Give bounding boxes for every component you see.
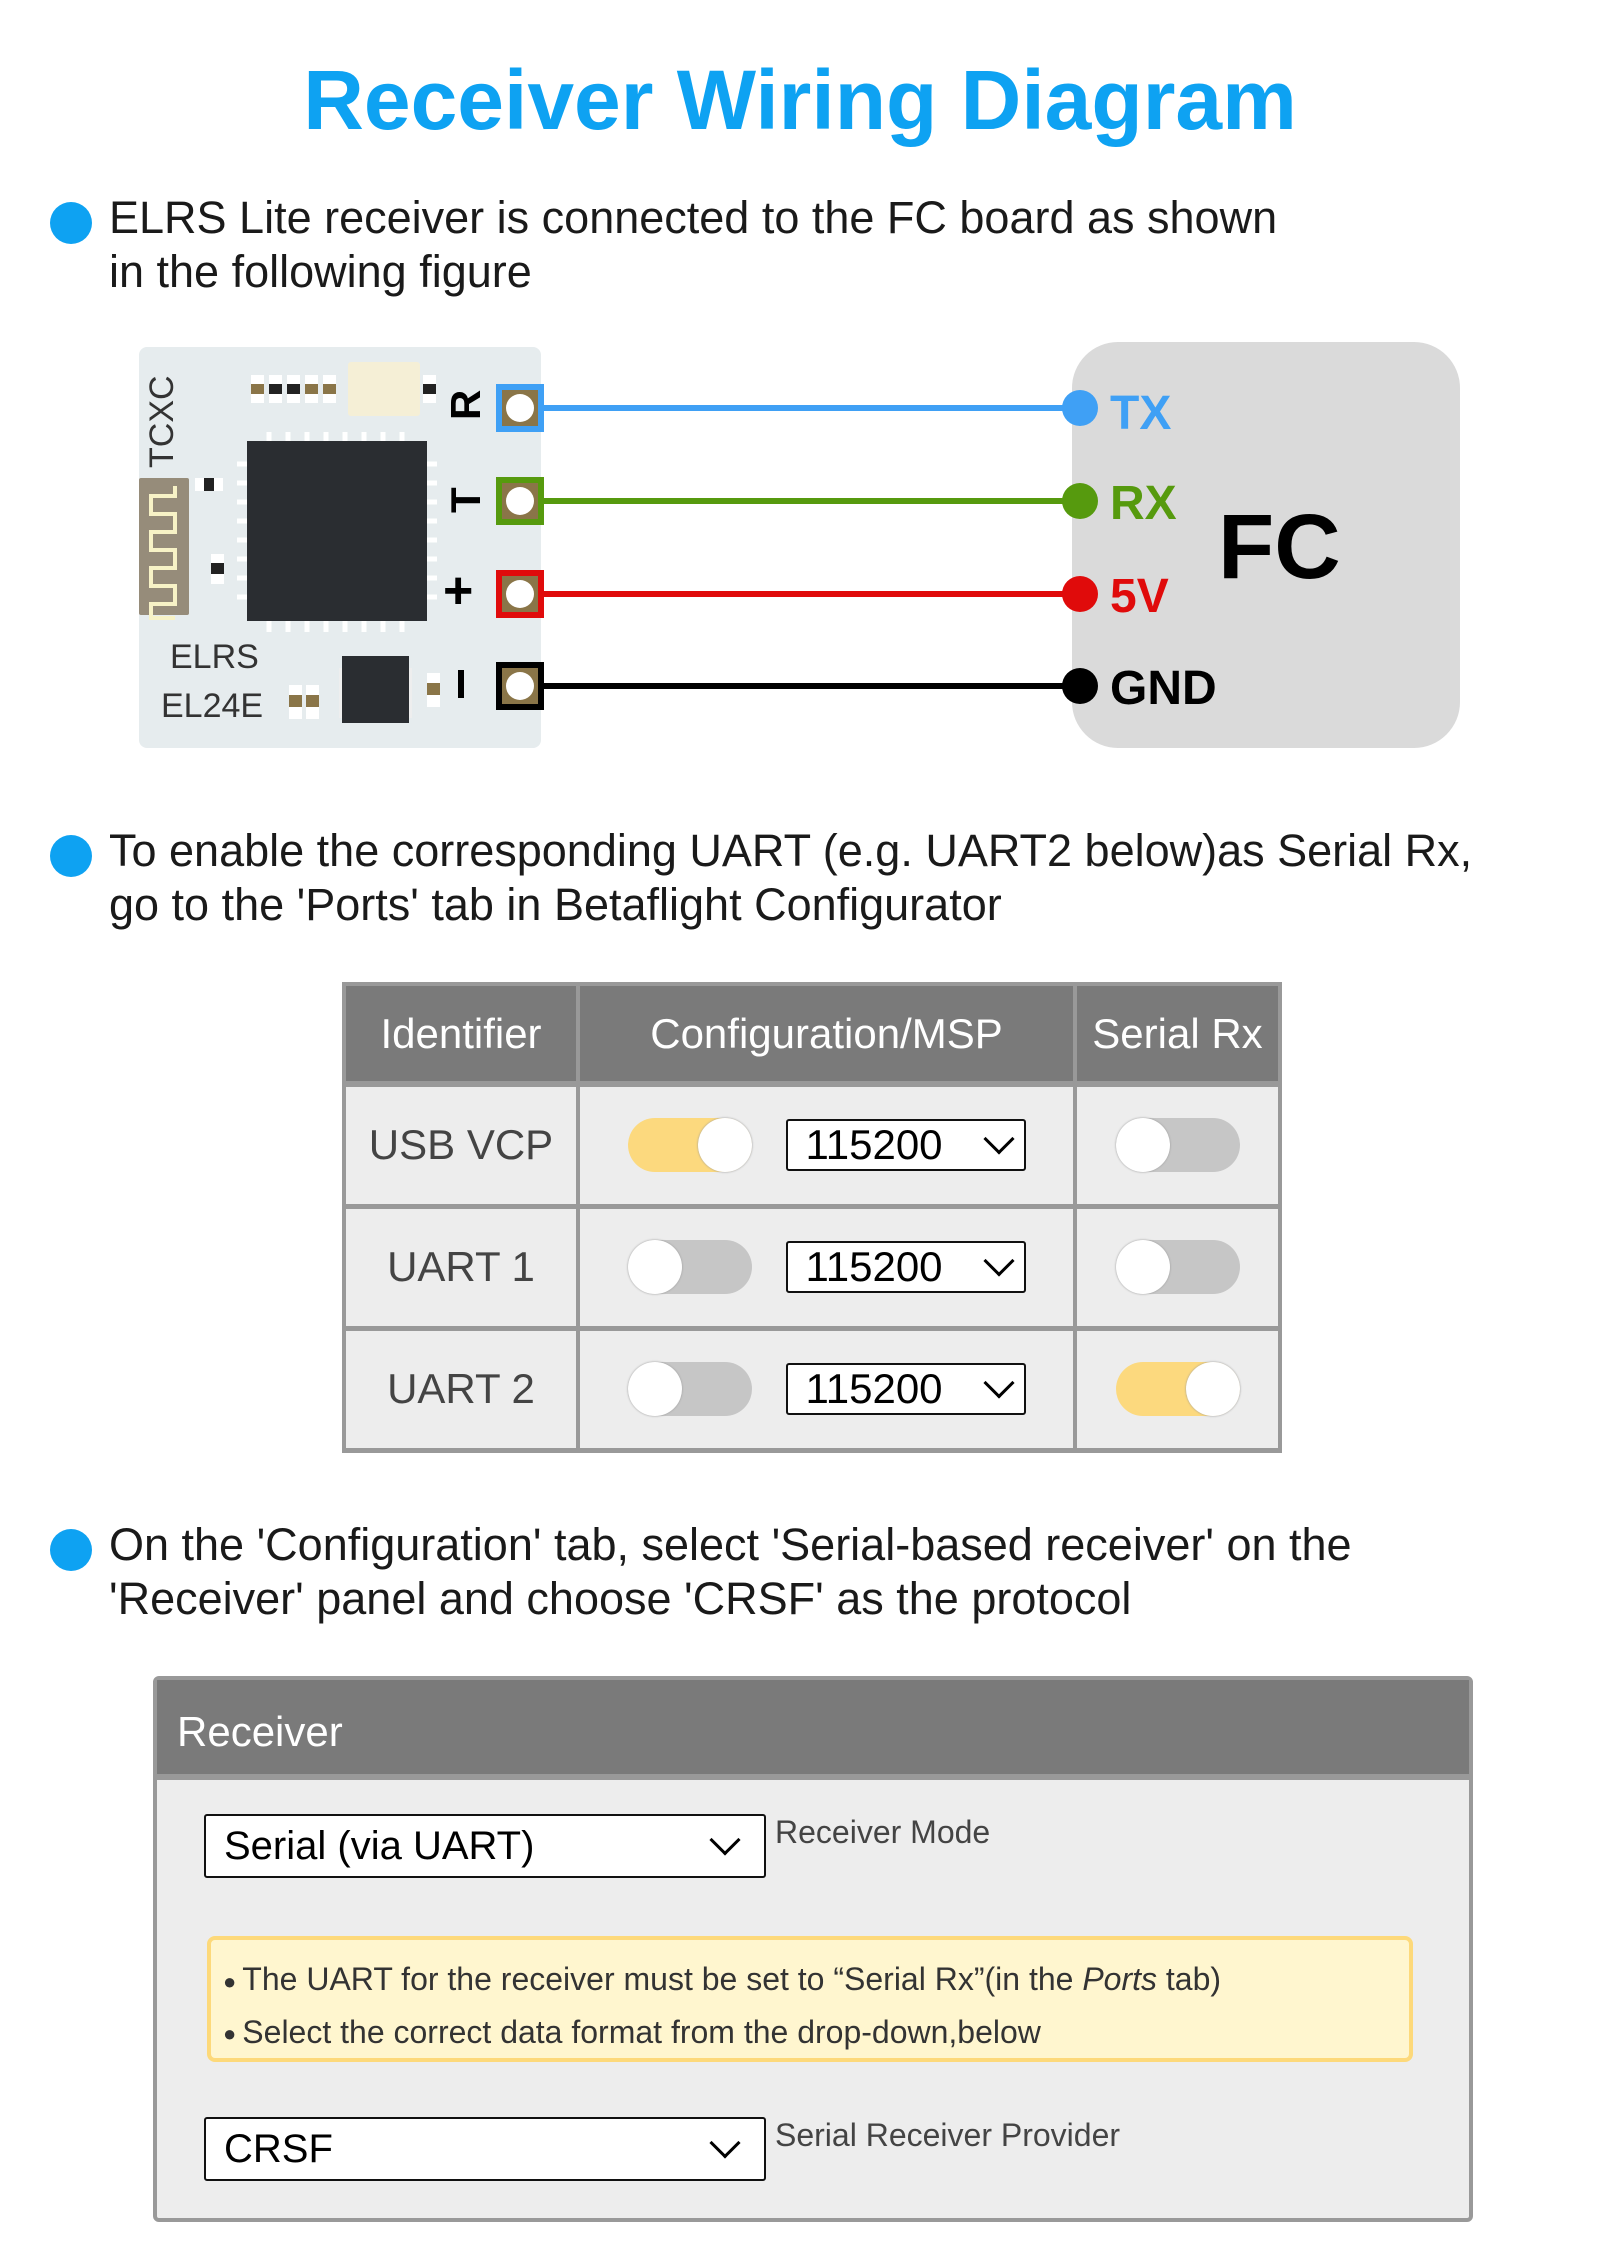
msp-cell: 115200 [578, 1206, 1077, 1331]
serial-rx-toggle[interactable] [1115, 1240, 1240, 1294]
receiver-mode-label: Receiver Mode [775, 1814, 991, 1850]
port-identifier: UART 1 [344, 1206, 580, 1331]
select-value: 115200 [805, 1365, 943, 1412]
chevron-down-icon [982, 1123, 1015, 1155]
msp-toggle[interactable] [627, 1362, 752, 1416]
wiring-diagram: TCXC ELRS EL24E R T + TX RX 5V GND FC [139, 342, 1460, 748]
tcxc-label: TCXC [143, 375, 181, 468]
msp-cell: 115200 [578, 1328, 1077, 1453]
serial-provider-select[interactable]: CRSF [204, 2117, 766, 2181]
select-value: CRSF [224, 2126, 333, 2171]
wires [540, 405, 1080, 689]
text-line: On the 'Configuration' tab, select 'Seri… [109, 1519, 1352, 1570]
ports-table: Identifier Configuration/MSP Serial Rx U… [342, 982, 1282, 1453]
bullet-dot [50, 202, 92, 244]
bullet-text-3: On the 'Configuration' tab, select 'Seri… [109, 1518, 1352, 1626]
pads [496, 384, 544, 710]
select-value: 115200 [805, 1121, 943, 1169]
antenna [139, 478, 189, 615]
mcu-chip [247, 441, 427, 621]
serial-rx-cell [1075, 1206, 1280, 1331]
fc-pin-gnd: GND [1110, 662, 1217, 715]
header-identifier: Identifier [344, 984, 580, 1087]
header-msp: Configuration/MSP [578, 984, 1077, 1087]
chevron-down-icon [709, 2127, 741, 2159]
select-value: Serial (via UART) [224, 1823, 535, 1868]
receiver-mode-select[interactable]: Serial (via UART) [204, 1814, 766, 1878]
pin-label-minus [458, 670, 464, 698]
fc-pin-rx: RX [1110, 477, 1177, 530]
pin-label-t: T [442, 487, 489, 513]
msp-toggle[interactable] [627, 1240, 752, 1294]
fc-pin-5v: 5V [1110, 570, 1169, 623]
text-line: ELRS Lite receiver is connected to the F… [109, 192, 1278, 243]
receiver-note: The UART for the receiver must be set to… [207, 1936, 1413, 2062]
select-value: 115200 [805, 1243, 943, 1290]
baud-select[interactable]: 115200 [785, 1363, 1026, 1415]
bullet-text-2: To enable the corresponding UART (e.g. U… [109, 824, 1472, 932]
text-line: To enable the corresponding UART (e.g. U… [109, 825, 1473, 876]
table-row: USB VCP 115200 [344, 1084, 1280, 1209]
chip-pins [237, 432, 437, 632]
serial-rx-cell [1075, 1328, 1280, 1453]
rf-chip [342, 656, 409, 723]
bullet-text-1: ELRS Lite receiver is connected to the F… [109, 191, 1277, 299]
chevron-down-icon [982, 1367, 1015, 1399]
port-identifier: UART 2 [344, 1328, 580, 1453]
serial-rx-cell [1075, 1084, 1280, 1209]
note-line-1: The UART for the receiver must be set to… [223, 1954, 1397, 2007]
page-title: Receiver Wiring Diagram [303, 53, 1297, 147]
header-serial-rx: Serial Rx [1075, 984, 1280, 1087]
port-identifier: USB VCP [344, 1084, 580, 1209]
text-line: 'Receiver' panel and choose 'CRSF' as th… [109, 1573, 1132, 1624]
msp-toggle[interactable] [627, 1118, 752, 1173]
baud-select[interactable]: 115200 [785, 1119, 1026, 1172]
crystal [348, 362, 420, 416]
receiver-panel-title: Receiver [157, 1680, 1469, 1780]
fc-pin-dots [1062, 390, 1098, 704]
bullet-dot [50, 1529, 92, 1571]
note-line-2: Select the correct data format from the … [223, 2007, 1397, 2060]
chevron-down-icon [709, 1824, 741, 1856]
table-row: UART 2 115200 [344, 1328, 1280, 1453]
board-model: EL24E [161, 687, 263, 725]
fc-pin-tx: TX [1110, 387, 1171, 440]
fc-label: FC [1218, 496, 1341, 598]
serial-provider-label: Serial Receiver Provider [775, 2117, 1121, 2153]
board-name: ELRS [170, 638, 259, 676]
receiver-panel: Receiver Serial (via UART) Receiver Mode… [153, 1676, 1473, 2222]
text-line: in the following figure [109, 246, 532, 297]
fc-board [1072, 342, 1460, 748]
chevron-down-icon [982, 1245, 1015, 1277]
receiver-board: TCXC ELRS EL24E R T + [139, 347, 541, 748]
serial-rx-toggle[interactable] [1115, 1362, 1240, 1416]
pin-label-r: R [442, 390, 489, 420]
pin-label-plus: + [443, 562, 473, 620]
text-line: go to the 'Ports' tab in Betaflight Conf… [109, 879, 1002, 930]
msp-cell: 115200 [578, 1084, 1077, 1209]
bullet-dot [50, 835, 92, 877]
table-row: UART 1 115200 [344, 1206, 1280, 1331]
serial-rx-toggle[interactable] [1115, 1118, 1240, 1173]
resistors [195, 375, 440, 719]
baud-select[interactable]: 115200 [785, 1241, 1026, 1293]
